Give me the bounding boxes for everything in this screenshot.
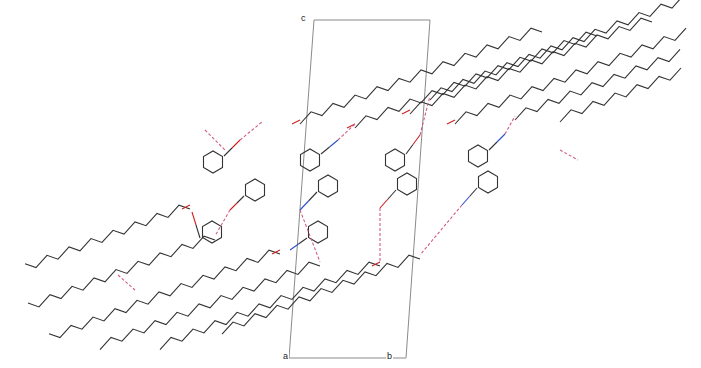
bond [196, 225, 200, 238]
alkyl-chain [300, 28, 542, 124]
bond [224, 148, 232, 156]
bond [182, 205, 190, 209]
bond [489, 142, 497, 150]
bond [309, 192, 318, 201]
alkyl-chain [28, 236, 215, 307]
bond [272, 250, 280, 254]
bond [237, 196, 244, 203]
hydrogen-bond [215, 210, 230, 236]
unit-cell [289, 20, 430, 358]
bond [470, 188, 478, 197]
alkyl-chain [410, 18, 652, 114]
axis-label: b [386, 351, 393, 361]
benzene-ring [301, 149, 320, 171]
hydrogen-bond [118, 275, 135, 290]
hydrogen-bond [205, 130, 225, 150]
bond [447, 120, 455, 124]
bond [330, 140, 339, 147]
alkyl-chain [100, 262, 320, 349]
hydrogen-bond [505, 116, 515, 134]
bond [290, 244, 299, 250]
bond [299, 238, 308, 244]
bond [300, 201, 309, 210]
alkyl-chain [25, 205, 190, 267]
benzene-ring [319, 175, 338, 197]
alkyl-chain [430, 0, 683, 100]
hydrogen-bond [338, 124, 355, 140]
bond [462, 197, 470, 206]
bond [388, 190, 396, 199]
bond [192, 212, 196, 225]
hydrogen-bond [560, 150, 578, 160]
axis-label: a [282, 351, 289, 361]
hydrogen-bond [379, 208, 380, 262]
bond [372, 262, 380, 266]
benzene-ring [204, 151, 223, 173]
benzene-ring [386, 149, 405, 171]
alkyl-chain [355, 32, 597, 128]
alkyl-chain [515, 49, 680, 120]
alkyl-chain [455, 28, 686, 124]
hydrogen-bond [420, 205, 462, 255]
hydrogen-bond [240, 122, 262, 140]
bond [413, 135, 420, 145]
axis-label: c [300, 13, 307, 23]
benzene-ring [398, 173, 417, 195]
benzene-ring [203, 221, 222, 243]
alkyl-chain [160, 262, 380, 349]
hydrogen-bond [420, 96, 430, 135]
benzene-ring [479, 171, 498, 193]
bond [232, 140, 240, 148]
bond [321, 147, 330, 154]
molecules [25, 0, 686, 350]
hydrogen-bond [300, 210, 320, 262]
alkyl-chain [560, 68, 681, 122]
alkyl-chain [222, 255, 420, 334]
bond [292, 120, 300, 124]
bond [497, 134, 505, 142]
benzene-ring [246, 179, 265, 201]
bond [406, 145, 413, 155]
benzene-ring [469, 145, 488, 167]
bond [380, 199, 388, 208]
bond [402, 110, 410, 114]
bond [230, 203, 237, 210]
